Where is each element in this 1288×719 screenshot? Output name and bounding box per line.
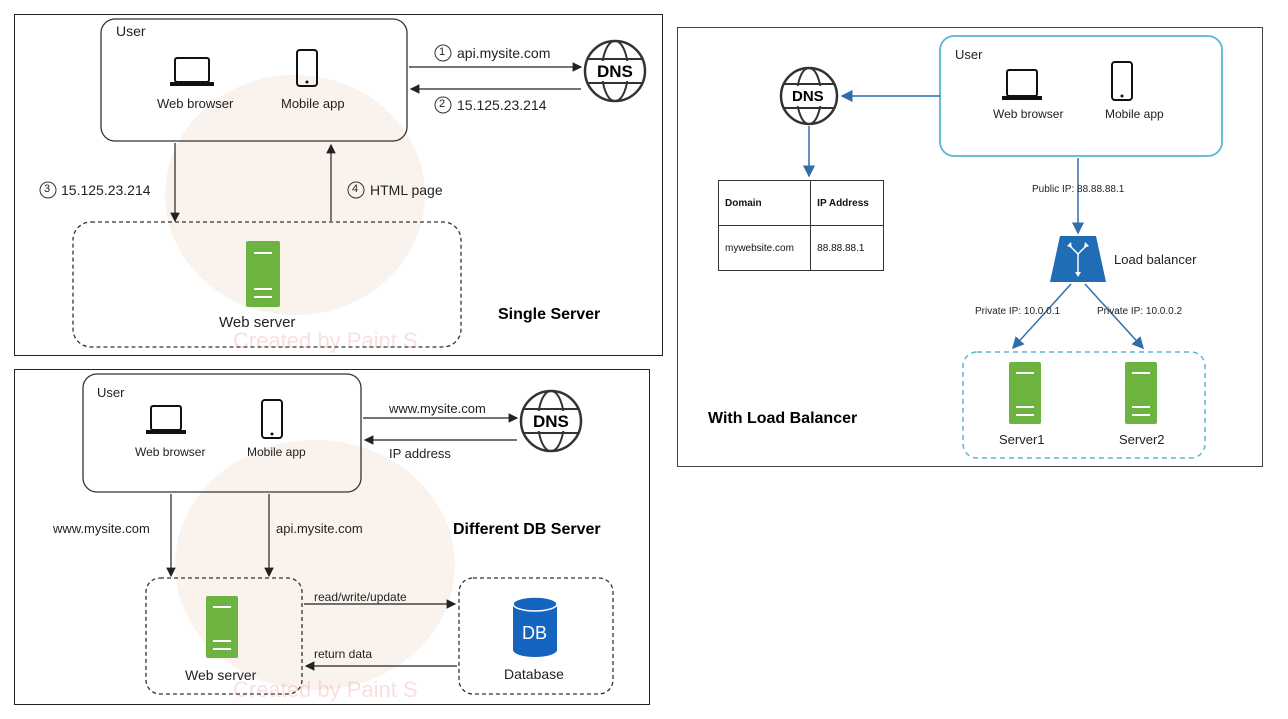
tablet-icon bbox=[1111, 61, 1133, 101]
laptop-icon bbox=[146, 405, 186, 434]
single-server-panel: User Web browser Mobile app 1 api.mysite… bbox=[14, 14, 663, 356]
server-pool-box bbox=[962, 351, 1206, 459]
panel-title: Single Server bbox=[498, 306, 601, 323]
user-label: User bbox=[116, 23, 146, 39]
right-arrow-label: api.mysite.com bbox=[276, 521, 363, 536]
load-balancer-icon bbox=[1050, 236, 1106, 282]
server2-icon bbox=[1125, 362, 1157, 424]
dns-request-label: www.mysite.com bbox=[389, 401, 486, 416]
web-server-label: Web server bbox=[219, 314, 296, 331]
server-icon bbox=[206, 596, 238, 658]
tablet-icon bbox=[296, 49, 318, 87]
table-row: mywebsite.com 88.88.88.1 bbox=[717, 225, 884, 271]
return-data-label: return data bbox=[314, 647, 373, 661]
db-server-panel: User Web browser Mobile app www.mysite.c… bbox=[14, 369, 650, 705]
left-arrow-label: www.mysite.com bbox=[53, 521, 150, 536]
user-label: User bbox=[955, 47, 983, 62]
user-box bbox=[100, 18, 408, 142]
server2-label: Server2 bbox=[1119, 432, 1165, 447]
laptop-icon bbox=[1002, 69, 1042, 100]
server1-icon bbox=[1009, 362, 1041, 424]
db-server-diagram bbox=[82, 373, 614, 695]
dns-label: DNS bbox=[792, 88, 824, 105]
dns-label: DNS bbox=[533, 412, 569, 431]
server-icon bbox=[246, 241, 280, 307]
dns-table-header-row: Domain IP Address bbox=[717, 180, 884, 226]
step1-label: api.mysite.com bbox=[457, 45, 551, 61]
step2-number: 2 bbox=[439, 98, 446, 110]
web-server-label: Web server bbox=[185, 667, 257, 683]
step3-number: 3 bbox=[44, 183, 51, 195]
dns-table-header-ip: IP Address bbox=[810, 180, 884, 226]
server1-label: Server1 bbox=[999, 432, 1045, 447]
private-ip-1-label: Private IP: 10.0.0.1 bbox=[975, 306, 1061, 317]
database-box bbox=[458, 577, 614, 695]
load-balancer-label: Load balancer bbox=[1114, 252, 1197, 267]
web-browser-label: Web browser bbox=[993, 107, 1064, 121]
load-balancer-panel: User Web browser Mobile app DNS Domain I… bbox=[677, 27, 1263, 467]
database-label: Database bbox=[504, 666, 564, 682]
user-label: User bbox=[97, 385, 125, 400]
dns-globe-icon bbox=[779, 66, 839, 126]
watermark: Created by Paint S bbox=[233, 328, 418, 353]
dns-table-header-domain: Domain bbox=[717, 180, 812, 226]
read-write-label: read/write/update bbox=[314, 590, 407, 604]
web-browser-label: Web browser bbox=[135, 445, 206, 459]
step3-label: 15.125.23.214 bbox=[61, 182, 151, 198]
dns-table-domain-cell: mywebsite.com bbox=[717, 225, 812, 271]
database-icon bbox=[512, 596, 558, 657]
dns-table: Domain IP Address mywebsite.com 88.88.88… bbox=[717, 180, 884, 271]
mobile-app-label: Mobile app bbox=[247, 445, 306, 459]
web-browser-label: Web browser bbox=[157, 96, 234, 111]
mobile-app-label: Mobile app bbox=[1105, 107, 1164, 121]
dns-table-ip-cell: 88.88.88.1 bbox=[810, 225, 884, 271]
tablet-icon bbox=[261, 399, 283, 439]
load-balancer-diagram bbox=[779, 35, 1223, 459]
dns-label: DNS bbox=[597, 62, 633, 81]
db-icon-text: DB bbox=[522, 623, 548, 643]
panel-title: With Load Balancer bbox=[708, 410, 858, 427]
user-box bbox=[82, 373, 362, 493]
web-server-box bbox=[72, 221, 462, 348]
laptop-icon bbox=[170, 57, 214, 86]
step4-label: HTML page bbox=[370, 182, 443, 198]
step4-number: 4 bbox=[352, 183, 359, 195]
single-server-diagram bbox=[39, 18, 647, 348]
mobile-app-label: Mobile app bbox=[281, 96, 345, 111]
web-server-box bbox=[145, 577, 303, 695]
panel-title: Different DB Server bbox=[453, 521, 601, 538]
dns-globe-icon bbox=[583, 39, 647, 103]
step1-number: 1 bbox=[439, 46, 446, 58]
dns-response-label: IP address bbox=[389, 446, 451, 461]
step2-label: 15.125.23.214 bbox=[457, 97, 547, 113]
dns-globe-icon bbox=[519, 389, 583, 453]
watermark: Created by Paint S bbox=[233, 677, 418, 702]
private-ip-2-label: Private IP: 10.0.0.2 bbox=[1097, 306, 1183, 317]
public-ip-label: Public IP: 88.88.88.1 bbox=[1032, 184, 1125, 195]
